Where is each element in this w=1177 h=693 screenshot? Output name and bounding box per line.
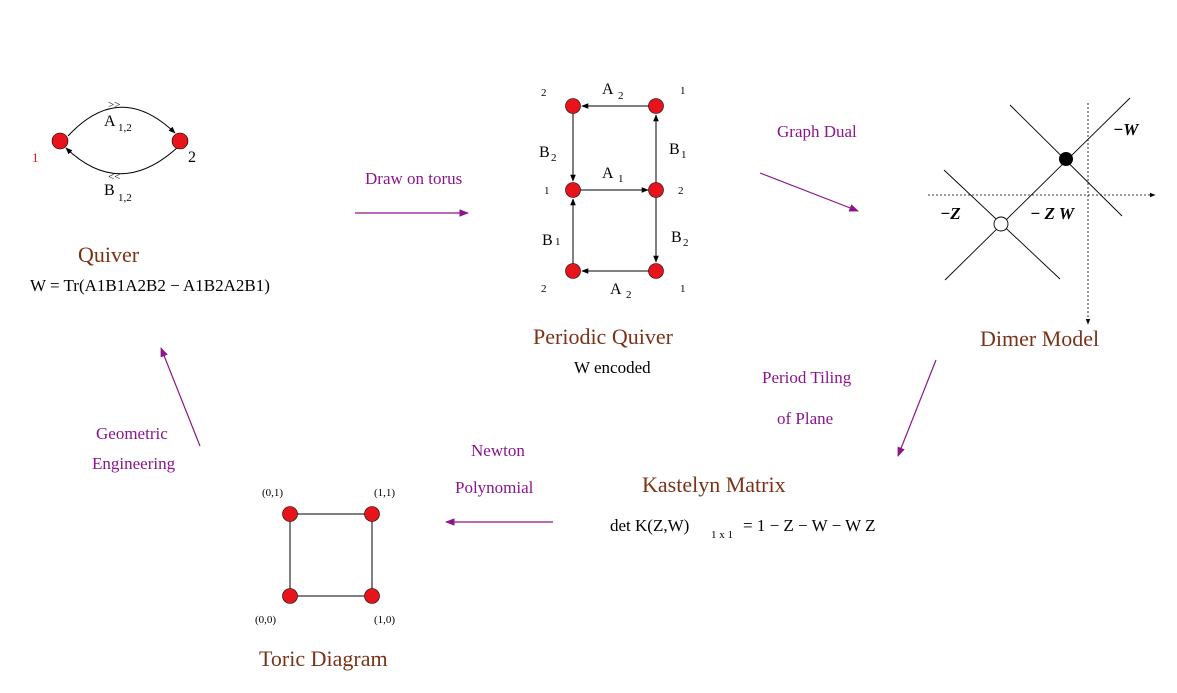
pq-node-label: 2 [678,185,684,197]
quiver-node-2-label: 2 [188,149,196,166]
pq-label-B2-right-sub: 2 [683,237,689,249]
pq-label-A2-bottom: A [610,281,622,298]
toric-title: Toric Diagram [259,646,388,671]
quiver-edge-top-sub: 1,2 [118,122,132,134]
pq-node [648,182,664,198]
pq-node-label: 2 [541,283,547,295]
pq-node [648,263,664,279]
quiver-edge-A12 [67,106,176,137]
periodic-quiver-title: Periodic Quiver [533,324,674,349]
quiver-edge-bottom-sub: 1,2 [118,192,132,204]
kastelyn-formula-right: = 1 − Z − W − W Z [743,516,875,535]
dimer-black-node [1059,152,1073,166]
pq-node-label: 1 [544,185,550,197]
dimer-model-title: Dimer Model [980,326,1099,351]
quiver-superpotential: W = Tr(A1B1A2B2 − A1B2A2B1) [30,276,270,295]
arrow-label-draw-on-torus: Draw on torus [365,169,462,188]
pq-label-A1: A [602,165,614,182]
pq-label-B2-left-sub: 2 [551,152,557,164]
toric-diagram: (0,1) (1,1) (0,0) (1,0) [255,487,395,626]
pq-label-B1-left-sub: 1 [555,236,561,248]
arrow-graph-dual [759,172,859,212]
periodic-quiver-subtitle: W encoded [574,358,651,377]
pq-label-A1-sub: 1 [618,173,624,185]
arrow-label-newton-2: Polynomial [455,478,534,497]
toric-point-01 [282,506,298,522]
toric-label-01: (0,1) [262,487,283,499]
dimer-label-ZW: − Z W [1030,204,1076,223]
pq-node-label: 2 [541,87,547,99]
pq-label-A2-bottom-sub: 2 [626,289,632,301]
toric-point-10 [364,588,380,604]
dimer-label-W: −W [1113,120,1140,139]
toric-label-11: (1,1) [374,487,395,499]
quiver-node-2 [171,132,189,150]
arrow-geometric-engineering [160,347,201,447]
pq-label-A2-top: A [602,81,614,98]
pq-label-A2-top-sub: 2 [618,90,624,102]
pq-node-label: 1 [680,85,686,97]
kastelyn-formula-sub: 1 x 1 [711,529,733,541]
quiver-edge-bottom-label: B [104,182,115,199]
quiver-title: Quiver [78,242,140,267]
dimer-model-diagram: −W −Z − Z W [928,97,1156,325]
arrow-period-tiling [897,359,937,457]
pq-node [565,263,581,279]
toric-label-10: (1,0) [374,614,395,626]
pq-label-B1-right-sub: 1 [681,149,687,161]
toric-label-00: (0,0) [255,614,276,626]
pq-node [565,98,581,114]
dimer-white-node [993,216,1009,232]
dimer-edge [944,97,1131,281]
kastelyn-title: Kastelyn Matrix [642,472,786,497]
pq-label-B1-right: B [669,141,680,158]
quiver-edge-top-label: A [104,113,116,130]
periodic-quiver-diagram: 2 1 1 2 2 1 A 2 A 1 A 2 B 2 B 1 B 1 B 2 [539,81,689,301]
quiver-edge-B12 [65,146,179,175]
arrow-label-newton-1: Newton [471,441,525,460]
arrow-label-geometric-2: Engineering [92,454,176,473]
arrow-label-period-tiling-1: Period Tiling [762,368,852,387]
pq-node-label: 1 [680,283,686,295]
pq-label-B1-left: B [542,232,553,249]
pq-label-B2-left: B [539,144,550,161]
arrow-label-graph-dual: Graph Dual [777,122,857,141]
quiver-edge-top-marks: >> [108,99,120,111]
arrow-label-period-tiling-2: of Plane [777,409,833,428]
kastelyn-formula-left: det K(Z,W) [610,516,689,535]
quiver-node-1-label: 1 [32,150,39,165]
pq-label-B2-right: B [671,229,682,246]
dimer-label-Z: −Z [940,204,961,223]
pq-node [648,98,664,114]
toric-point-00 [282,588,298,604]
toric-point-11 [364,506,380,522]
arrow-label-geometric-1: Geometric [96,424,168,443]
quiver-node-1 [51,132,69,150]
pq-node [565,182,581,198]
quiver-diagram: 1 2 >> A 1,2 << B 1,2 [32,99,196,204]
quiver-edge-bottom-marks: << [108,171,120,183]
